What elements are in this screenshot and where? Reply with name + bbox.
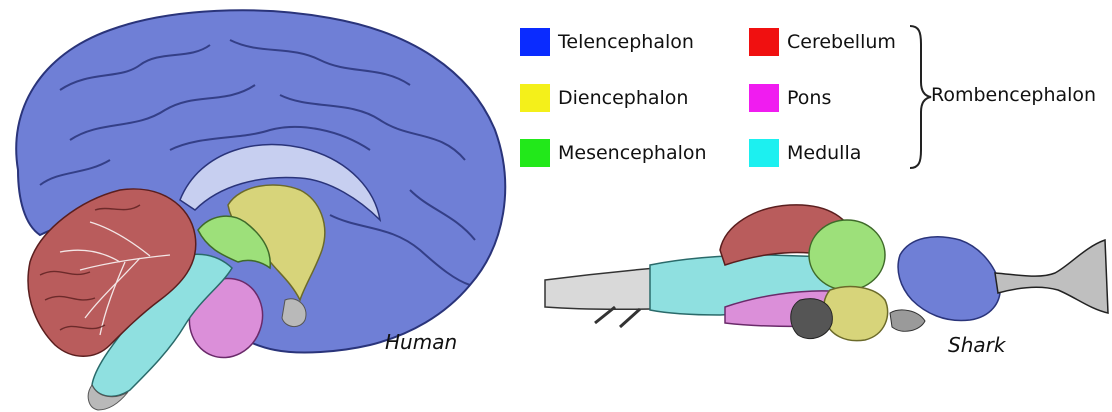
legend-swatch-pons [749, 84, 779, 112]
rombencephalon-label: Rombencephalon [931, 84, 1096, 106]
shark-hypophysis [791, 299, 833, 339]
legend-item-diencephalon: Diencephalon [520, 84, 688, 112]
caption-human: Human [385, 330, 457, 354]
shark-diencephalon [824, 287, 888, 341]
legend-item-medulla: Medulla [749, 139, 861, 167]
shark-brain-illustration [540, 195, 1110, 395]
legend-item-cerebellum: Cerebellum [749, 28, 896, 56]
legend-label-pons: Pons [787, 87, 831, 109]
legend-swatch-cerebellum [749, 28, 779, 56]
legend-label-mesencephalon: Mesencephalon [558, 142, 707, 164]
legend-item-mesencephalon: Mesencephalon [520, 139, 707, 167]
legend-swatch-telencephalon [520, 28, 550, 56]
shark-mesencephalon [809, 220, 885, 290]
legend-label-medulla: Medulla [787, 142, 861, 164]
legend-label-cerebellum: Cerebellum [787, 31, 896, 53]
legend-item-pons: Pons [749, 84, 831, 112]
shark-optic-nerve [890, 310, 925, 331]
legend-swatch-diencephalon [520, 84, 550, 112]
legend-swatch-mesencephalon [520, 139, 550, 167]
shark-telencephalon [898, 237, 1000, 321]
legend-swatch-medulla [749, 139, 779, 167]
legend-item-telencephalon: Telencephalon [520, 28, 694, 56]
caption-shark: Shark [948, 333, 1005, 357]
shark-olfactory-tract [995, 240, 1108, 313]
legend-label-telencephalon: Telencephalon [558, 31, 694, 53]
legend-label-diencephalon: Diencephalon [558, 87, 688, 109]
